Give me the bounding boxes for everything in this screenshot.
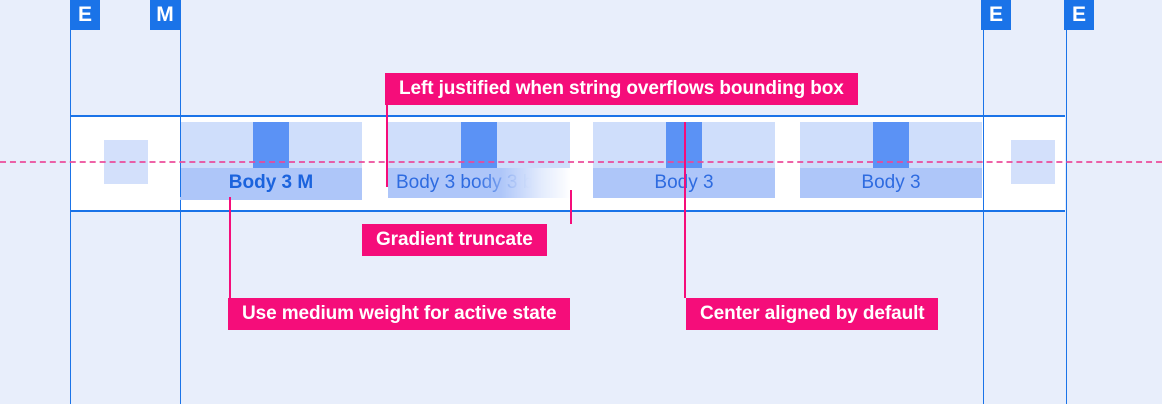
guide-right-inner [983,0,984,404]
badge-e-left-outer: E [70,0,100,30]
tab-icon-placeholder [873,122,909,168]
callout-center-aligned: Center aligned by default [686,298,939,330]
callout-left-justified: Left justified when string overflows bou… [385,73,858,105]
tab-icon-placeholder [461,122,497,168]
tab-label: Body 3 [861,172,921,193]
tab-label-band: Body 3 body 3 b [388,168,570,198]
badge-e-right-outer: E [1064,0,1094,30]
tab-body-3-m[interactable]: Body 3 M [180,122,362,198]
centerline-guide [0,161,1162,163]
guide-right-outer [1066,0,1067,404]
tab-label-band: Body 3 [800,168,982,198]
leader-center-aligned [684,122,686,298]
active-tab-indicator [180,197,362,200]
leader-gradient-truncate [570,190,572,224]
leader-medium-weight [229,197,231,298]
tab-body-3-body-3-b[interactable]: Body 3 body 3 b [388,122,570,198]
badge-m-left-inner: M [150,0,180,30]
callout-gradient-truncate: Gradient truncate [362,224,547,256]
tab-label-band: Body 3 M [180,168,362,198]
guide-left-inner [180,0,181,404]
tab-label: Body 3 body 3 b [396,172,534,193]
tab-icon-placeholder [253,122,289,168]
tab-body-3-fourth[interactable]: Body 3 [800,122,982,198]
badge-e-right-inner: E [981,0,1011,30]
leader-left-justified [386,105,388,187]
callout-medium-weight: Use medium weight for active state [228,298,571,330]
guide-left-outer [70,0,71,404]
tab-label: Body 3 M [228,172,314,193]
